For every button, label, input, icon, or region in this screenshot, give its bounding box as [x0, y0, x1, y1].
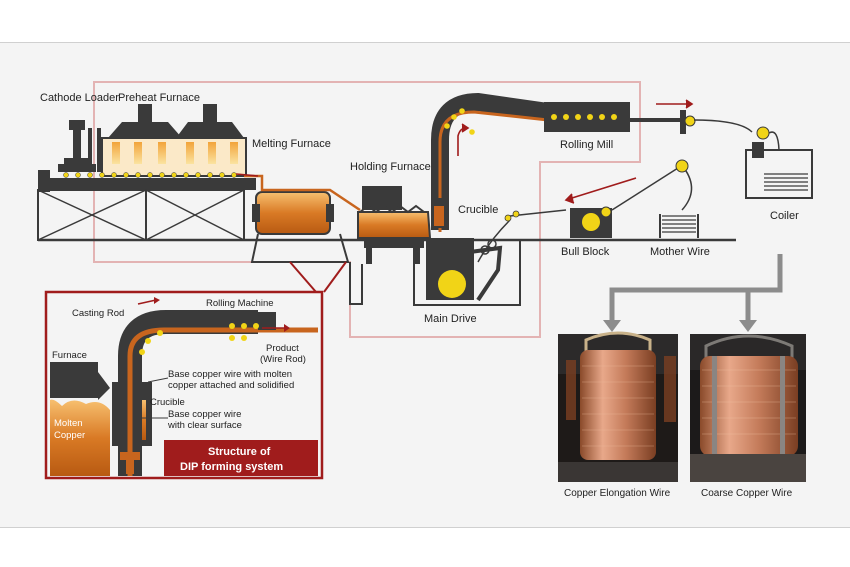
label-bull-block: Bull Block: [561, 246, 610, 258]
inset-label-crucible: Crucible: [150, 397, 185, 408]
caption-copper-elongation-wire: Copper Elongation Wire: [564, 488, 671, 499]
inset-title-line-2: DIP forming system: [180, 461, 283, 473]
label-coiler: Coiler: [770, 210, 799, 222]
label-mother-wire: Mother Wire: [650, 246, 710, 258]
label-rolling-mill: Rolling Mill: [560, 139, 613, 151]
coiler: [745, 126, 813, 199]
main-drive: [413, 219, 521, 306]
inset-label-base-wire-2b: with clear surface: [167, 420, 242, 431]
label-melting-furnace: Melting Furnace: [252, 138, 331, 150]
label-main-drive: Main Drive: [424, 313, 477, 325]
inset-label-casting-rod: Casting Rod: [72, 308, 124, 319]
inset-label-furnace: Furnace: [52, 350, 87, 361]
photo-copper-elongation-wire: [558, 331, 678, 482]
inset-label-molten-2: Copper: [54, 430, 85, 441]
inset-label-base-wire-1a: Base copper wire with molten: [168, 369, 292, 380]
casting-track: [431, 92, 550, 232]
mother-wire-coil: [659, 214, 699, 238]
label-holding-furnace: Holding Furnace: [350, 161, 431, 173]
holding-furnace: [349, 186, 432, 305]
dip-forming-inset: [44, 261, 347, 480]
label-crucible: Crucible: [458, 204, 498, 216]
label-cathode-loader: Cathode Loader: [40, 92, 119, 104]
inset-label-rolling-machine: Rolling Machine: [206, 298, 274, 309]
casting-track-rollers: [444, 108, 475, 135]
inset-label-base-wire-1b: copper attached and solidified: [168, 380, 294, 391]
conveyor-frame: [37, 170, 736, 242]
inset-title-line-1: Structure of: [208, 446, 271, 458]
label-preheat-furnace: Preheat Furnace: [118, 92, 200, 104]
inset-label-wire-rod: (Wire Rod): [260, 354, 306, 365]
rolling-mill: [544, 102, 696, 134]
melting-furnace: [250, 191, 350, 263]
caption-coarse-copper-wire: Coarse Copper Wire: [701, 488, 793, 499]
cathode-loader: [58, 120, 101, 172]
process-boundary-line: [93, 81, 641, 338]
inset-label-molten-1: Molten: [54, 418, 83, 429]
preheat-furnace: [101, 104, 247, 177]
conveyor-rollers: [63, 172, 237, 178]
flow-arrows: [235, 99, 694, 204]
inset-label-base-wire-2a: Base copper wire: [168, 409, 241, 420]
inset-label-product: Product: [266, 343, 299, 354]
photo-coarse-copper-wire: [690, 334, 806, 482]
output-arrows: [603, 254, 783, 332]
bull-block: [570, 206, 612, 238]
